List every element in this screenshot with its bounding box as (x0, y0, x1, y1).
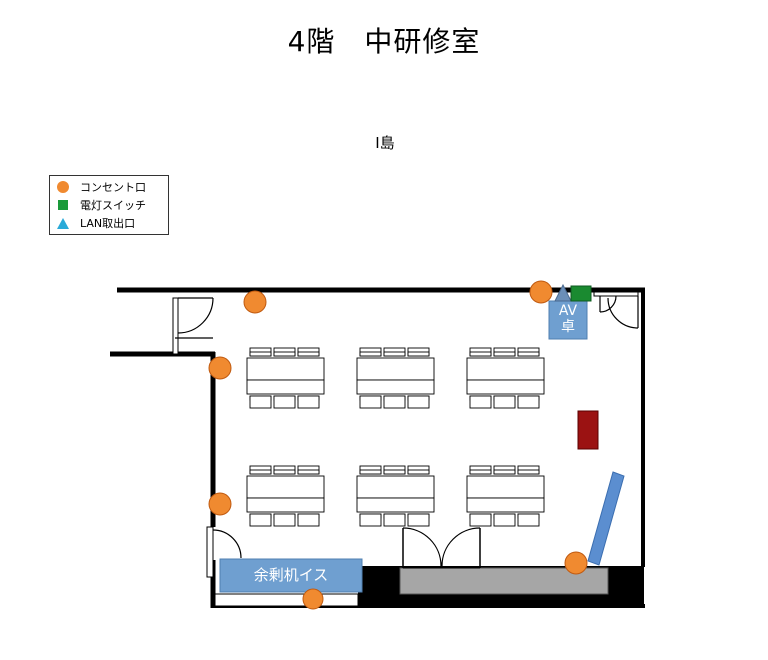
outlet-icon (243, 290, 267, 314)
outlet-icon (208, 356, 232, 380)
legend-label: 電灯スイッチ (80, 199, 146, 212)
table (356, 379, 435, 395)
chair (359, 513, 382, 527)
chair-back (297, 351, 320, 357)
chair (407, 513, 430, 527)
chair (469, 513, 492, 527)
chair (273, 395, 296, 409)
outlet-icon (56, 180, 70, 194)
chair (517, 395, 540, 409)
chair-back (359, 469, 382, 475)
table-group (466, 465, 545, 527)
table-group (356, 347, 435, 409)
chair (407, 395, 430, 409)
table (466, 475, 545, 499)
chair-back (469, 469, 492, 475)
outlet-icon (529, 280, 553, 304)
chair-back (383, 469, 406, 475)
chair (493, 395, 516, 409)
chair-back (273, 351, 296, 357)
table-group (356, 465, 435, 527)
chair-back (493, 351, 516, 357)
lan-port-icon (56, 216, 70, 230)
chair (297, 395, 320, 409)
table (356, 357, 435, 381)
av-desk-label-line1: AV (558, 303, 578, 319)
table-groups (246, 347, 545, 527)
chair (249, 513, 272, 527)
chair (249, 395, 272, 409)
table (246, 357, 325, 381)
page-title: 4階 中研修室 (287, 25, 481, 58)
av-desk (548, 300, 588, 340)
legend-item-switch: 電灯スイッチ (56, 197, 146, 213)
table-group (246, 347, 325, 409)
spare-desks-box (219, 558, 363, 593)
table (466, 379, 545, 395)
table (246, 475, 325, 499)
av-desk-label: AV 卓 (549, 303, 587, 339)
table (356, 475, 435, 499)
chair-back (249, 469, 272, 475)
light-switch-icon (56, 198, 70, 212)
legend-item-lan: LAN取出口 (56, 215, 135, 231)
island-label: I島 (375, 134, 395, 152)
upper-right-door (593, 291, 639, 329)
outlet-icon (208, 492, 232, 516)
table (466, 357, 545, 381)
table (466, 497, 545, 513)
table-group (246, 465, 325, 527)
chair (383, 513, 406, 527)
chair (297, 513, 320, 527)
chair-back (297, 469, 320, 475)
table (356, 497, 435, 513)
table (246, 379, 325, 395)
chair-back (359, 351, 382, 357)
chair-back (517, 469, 540, 475)
outlets (208, 280, 588, 610)
chair-back (493, 469, 516, 475)
legend-label: LAN取出口 (80, 217, 136, 230)
chair-back (249, 351, 272, 357)
bottom-double-door (402, 527, 481, 569)
chair-back (273, 469, 296, 475)
chair (273, 513, 296, 527)
red-cabinet (577, 410, 599, 450)
lower-left-door (206, 526, 242, 578)
chair-back (407, 469, 430, 475)
spare-desks-label: 余剰机イス (253, 566, 329, 584)
legend-item-outlet: コンセント口 (56, 179, 146, 195)
legend-label: コンセント口 (80, 181, 146, 194)
chair (359, 395, 382, 409)
light-switch-icon (570, 285, 592, 302)
bottom-left-strip (214, 593, 359, 607)
table (246, 497, 325, 513)
chair (493, 513, 516, 527)
chair (517, 513, 540, 527)
whiteboard (587, 471, 625, 566)
table-group (466, 347, 545, 409)
outlet-icon (302, 588, 324, 610)
chair-back (517, 351, 540, 357)
legend: コンセント口 電灯スイッチ LAN取出口 (49, 175, 169, 235)
outlet-icon (564, 551, 588, 575)
chair (469, 395, 492, 409)
chair-back (383, 351, 406, 357)
upper-left-door (172, 297, 214, 355)
chair-back (469, 351, 492, 357)
chair-back (407, 351, 430, 357)
av-desk-label-line2: 卓 (561, 319, 575, 335)
chair (383, 395, 406, 409)
lan-port-icon (554, 283, 572, 302)
